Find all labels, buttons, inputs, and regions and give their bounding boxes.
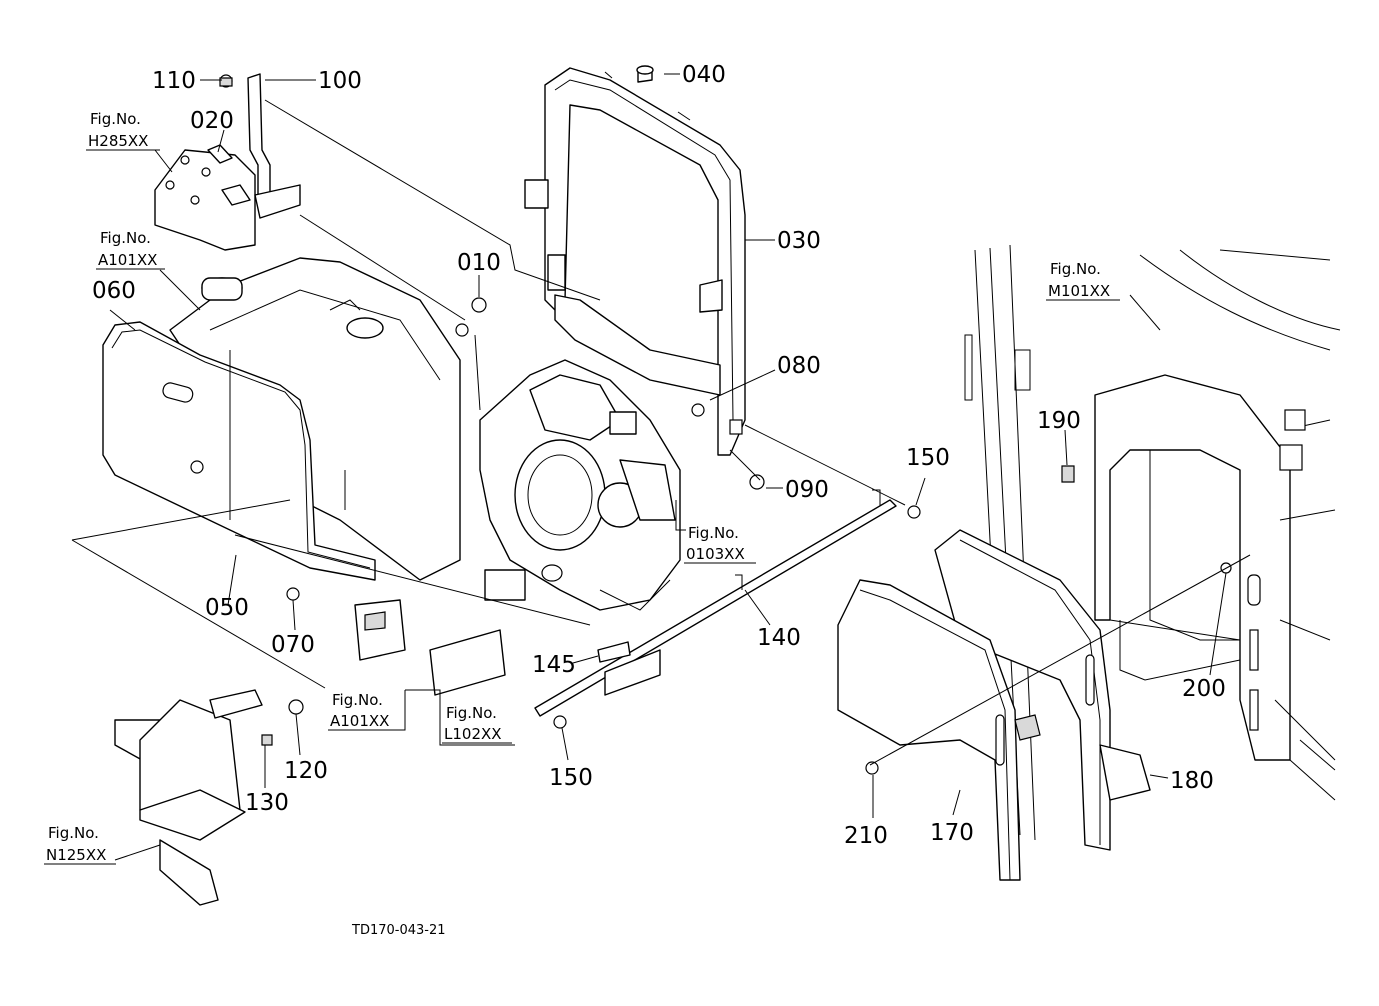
drawing-code: TD170-043-21 xyxy=(351,923,446,938)
bolt-070 xyxy=(286,587,300,601)
part-label-030: 030 xyxy=(777,228,821,254)
part-label-140: 140 xyxy=(757,625,801,651)
leader-lines xyxy=(71,73,1251,861)
part-labels: 110 100 020 040 030 010 060 080 090 150 … xyxy=(92,62,1226,849)
fig-ref-m101xx[interactable]: Fig.No. M101XX xyxy=(1046,260,1120,301)
bolt-080 xyxy=(691,403,705,417)
part-label-040: 040 xyxy=(682,62,726,88)
part-label-070: 070 xyxy=(271,632,315,658)
fig-ref-a101xx-bottom[interactable]: Fig.No. A101XX xyxy=(328,691,404,731)
side-covers-drawing xyxy=(837,465,1232,881)
part-label-200: 200 xyxy=(1182,676,1226,702)
part-label-190: 190 xyxy=(1037,408,1081,434)
fig-ref-a101xx-top[interactable]: Fig.No. A101XX xyxy=(96,229,165,270)
fig-ref-code[interactable]: 0103XX xyxy=(686,545,745,563)
filter-bracket-drawing xyxy=(154,73,301,251)
part-label-180: 180 xyxy=(1170,768,1214,794)
part-label-170: 170 xyxy=(930,820,974,846)
part-label-100: 100 xyxy=(318,68,362,94)
part-label-145: 145 xyxy=(532,652,576,678)
fig-ref-code[interactable]: H285XX xyxy=(88,132,148,150)
bolt-150-upper xyxy=(907,505,921,519)
svg-text:Fig.No.: Fig.No. xyxy=(90,110,141,128)
part-label-210: 210 xyxy=(844,823,888,849)
svg-text:Fig.No.: Fig.No. xyxy=(48,824,99,842)
radiator-frame-drawing xyxy=(524,65,746,456)
part-label-010: 010 xyxy=(457,250,501,276)
part-label-150-lower: 150 xyxy=(549,765,593,791)
part-label-050: 050 xyxy=(205,595,249,621)
fig-ref-code[interactable]: A101XX xyxy=(330,712,389,730)
fig-ref-code[interactable]: A101XX xyxy=(98,251,157,269)
cab-frame-drawing xyxy=(964,244,1341,841)
svg-text:Fig.No.: Fig.No. xyxy=(446,704,497,722)
svg-text:Fig.No.: Fig.No. xyxy=(1050,260,1101,278)
part-label-110: 110 xyxy=(152,68,196,94)
fig-ref-code[interactable]: L102XX xyxy=(444,725,502,743)
bolt-090 xyxy=(749,474,765,490)
bolt-150-lower xyxy=(553,715,567,729)
part-label-020: 020 xyxy=(190,108,234,134)
support-bar-drawing xyxy=(534,489,897,717)
bushing-010 xyxy=(471,297,487,313)
fig-ref-code[interactable]: N125XX xyxy=(46,846,106,864)
fuel-tank-drawing xyxy=(102,257,461,581)
svg-text:Fig.No.: Fig.No. xyxy=(688,524,739,542)
fasteners xyxy=(286,297,921,729)
center-brackets-drawing xyxy=(354,569,526,696)
part-label-090: 090 xyxy=(785,477,829,503)
part-label-120: 120 xyxy=(284,758,328,784)
fig-ref-h285xx[interactable]: Fig.No. H285XX xyxy=(86,110,160,151)
svg-text:Fig.No.: Fig.No. xyxy=(332,691,383,709)
part-label-080: 080 xyxy=(777,353,821,379)
flywheel-housing-drawing xyxy=(479,359,681,611)
lower-bracket-drawing xyxy=(114,689,304,906)
fig-ref-l102xx[interactable]: Fig.No. L102XX xyxy=(442,704,512,744)
svg-text:Fig.No.: Fig.No. xyxy=(100,229,151,247)
part-label-130: 130 xyxy=(245,790,289,816)
fig-ref-n125xx[interactable]: Fig.No. N125XX xyxy=(44,824,116,865)
figure-references: Fig.No. H285XX Fig.No. A101XX Fig.No. M1… xyxy=(44,110,1120,865)
fig-ref-code[interactable]: M101XX xyxy=(1048,282,1110,300)
part-label-060: 060 xyxy=(92,278,136,304)
fig-ref-0103xx[interactable]: Fig.No. 0103XX xyxy=(684,524,756,564)
part-label-150-upper: 150 xyxy=(906,445,950,471)
